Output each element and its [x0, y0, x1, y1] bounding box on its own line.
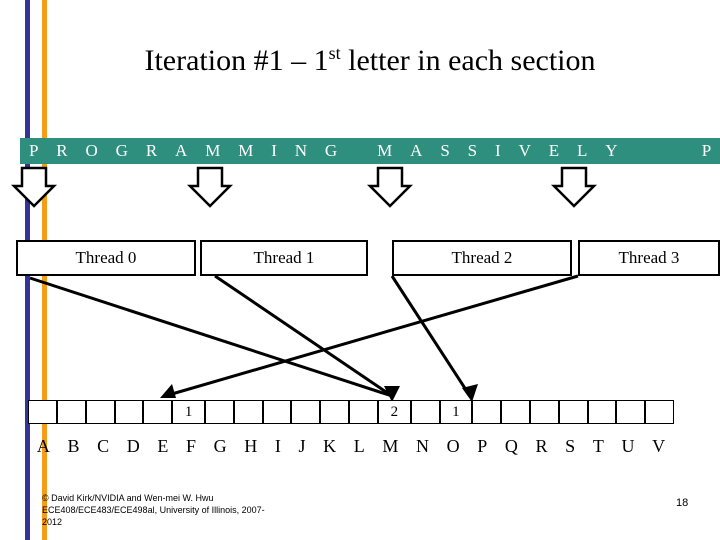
letter-J: J — [298, 436, 306, 456]
strip-cell-17: V — [509, 138, 540, 164]
letter-T: T — [592, 436, 604, 456]
letter-S: S — [565, 436, 576, 456]
thread-label-3: Thread 3 — [618, 248, 680, 267]
title-suffix: letter in each section — [340, 44, 596, 77]
letter-N: N — [416, 436, 430, 456]
grid-cell-18 — [558, 400, 588, 424]
grid-cell-16 — [501, 400, 530, 424]
thread-label-2: Thread 2 — [451, 248, 513, 267]
strip-cell-9: N — [285, 138, 316, 164]
strip-cell-18: E — [539, 138, 569, 164]
grid-cell-9 — [291, 400, 321, 424]
page-title: Iteration #1 – 1st letter in each sectio… — [50, 43, 690, 77]
page-number: 18 — [676, 497, 689, 509]
grid-cell-4 — [143, 400, 173, 424]
strip-cell-6: M — [196, 138, 230, 164]
grid-cell-3 — [114, 400, 144, 424]
grid-cell-8 — [262, 400, 292, 424]
grid-cell-12: 2 — [378, 400, 411, 424]
letter-A: A — [36, 436, 50, 456]
title-superscript: st — [328, 43, 341, 63]
letter-V: V — [652, 436, 666, 456]
strip-cell-2: O — [76, 138, 107, 164]
strip-cell-4: R — [136, 138, 167, 164]
down-arrow-1 — [186, 166, 234, 208]
grid-cell-21 — [645, 400, 675, 424]
arrowhead-c — [160, 384, 176, 398]
grid-cell-11 — [349, 400, 379, 424]
letter-R: R — [535, 436, 548, 456]
strip-cell-8: I — [262, 138, 286, 164]
down-arrow-2 — [366, 166, 414, 208]
letter-D: D — [126, 436, 140, 456]
letter-P: P — [477, 436, 488, 456]
letter-B: B — [67, 436, 80, 456]
connector-thread3-to-grid — [164, 274, 579, 398]
strip-cell-3: G — [106, 138, 137, 164]
letter-I: I — [274, 436, 281, 456]
letter-H: H — [244, 436, 258, 456]
thread-box-1: Thread 1 — [200, 240, 368, 276]
grid-cell-20 — [616, 400, 646, 424]
letter-U: U — [621, 436, 635, 456]
down-arrow-3 — [550, 166, 598, 208]
strip-cell-19: L — [568, 138, 597, 164]
strip-cell-14: S — [431, 138, 459, 164]
grid-cell-7 — [233, 400, 263, 424]
strip-cell-10: G — [315, 138, 347, 164]
connector-thread0-to-grid — [29, 276, 393, 398]
result-grid: 1 2 1 — [28, 400, 675, 424]
strip-cell-12: M — [368, 138, 402, 164]
letter-L: L — [353, 436, 365, 456]
strip-cell-22 — [648, 138, 671, 164]
footer-line-2: ECE408/ECE483/ECE498al, University of Il… — [42, 505, 265, 516]
strip-cell-23 — [670, 138, 693, 164]
grid-cell-0 — [28, 400, 57, 424]
strip-cell-13: A — [401, 138, 432, 164]
strip-cell-7: M — [229, 138, 263, 164]
grid-cell-15 — [472, 400, 501, 424]
thread-box-0: Thread 0 — [16, 240, 196, 276]
footer-credits: © David Kirk/NVIDIA and Wen-mei W. Hwu E… — [42, 492, 265, 528]
title-prefix: Iteration #1 – 1 — [144, 44, 329, 77]
strip-cell-5: A — [166, 138, 197, 164]
grid-cell-13 — [410, 400, 440, 424]
grid-cell-2 — [85, 400, 115, 424]
letter-F: F — [185, 436, 196, 456]
letter-Q: Q — [504, 436, 518, 456]
strip-cell-20: Y — [596, 138, 627, 164]
grid-cell-14: 1 — [439, 400, 473, 424]
letter-O: O — [446, 436, 460, 456]
strip-cell-21 — [626, 138, 649, 164]
letter-G: G — [213, 436, 227, 456]
connector-thread2-to-grid — [390, 275, 472, 397]
grid-cell-1 — [56, 400, 86, 424]
grid-cell-17 — [529, 400, 559, 424]
grid-cell-10 — [320, 400, 350, 424]
footer-line-3: 2012 — [42, 517, 63, 528]
thread-label-1: Thread 1 — [253, 248, 315, 267]
grid-cell-19 — [587, 400, 617, 424]
thread-label-0: Thread 0 — [75, 248, 137, 267]
letter-C: C — [97, 436, 110, 456]
letter-K: K — [323, 436, 337, 456]
strip-cell-24: P — [692, 138, 720, 164]
footer-line-1: © David Kirk/NVIDIA and Wen-mei W. Hwu — [42, 493, 214, 503]
thread-box-2: Thread 2 — [392, 240, 572, 276]
grid-cell-5: 1 — [172, 400, 205, 424]
strip-cell-16: I — [486, 138, 510, 164]
strip-cell-0: P — [20, 138, 48, 164]
thread-box-3: Thread 3 — [578, 240, 720, 276]
grid-cell-6 — [204, 400, 234, 424]
letter-E: E — [157, 436, 169, 456]
strip-cell-15: S — [458, 138, 487, 164]
letter-M: M — [382, 436, 399, 456]
connector-thread1-to-grid — [214, 274, 393, 398]
down-arrow-0 — [10, 166, 58, 208]
strip-cell-1: R — [47, 138, 77, 164]
strip-cell-11 — [346, 138, 369, 164]
